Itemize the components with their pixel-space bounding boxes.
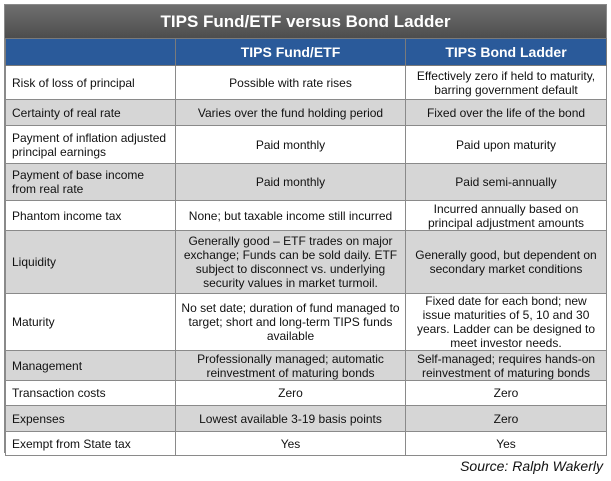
table-row: Phantom income tax None; but taxable inc… [5, 200, 607, 231]
fund-cell: Generally good – ETF trades on major exc… [175, 230, 406, 294]
fund-cell: No set date; duration of fund managed to… [175, 293, 406, 351]
ladder-cell: Fixed date for each bond; new issue matu… [405, 293, 607, 351]
table-row: Maturity No set date; duration of fund m… [5, 293, 607, 351]
ladder-cell: Zero [405, 380, 607, 406]
ladder-cell: Fixed over the life of the bond [405, 99, 607, 126]
table-row: Payment of inflation adjusted principal … [5, 125, 607, 164]
table-title: TIPS Fund/ETF versus Bond Ladder [5, 5, 606, 38]
row-label: Expenses [5, 405, 176, 432]
ladder-cell: Generally good, but dependent on seconda… [405, 230, 607, 294]
table-row: Transaction costs Zero Zero [5, 380, 607, 406]
header-blank [5, 38, 176, 66]
ladder-cell: Paid upon maturity [405, 125, 607, 164]
fund-cell: Varies over the fund holding period [175, 99, 406, 126]
row-label: Liquidity [5, 230, 176, 294]
ladder-cell: Yes [405, 431, 607, 456]
table-row: Liquidity Generally good – ETF trades on… [5, 230, 607, 294]
fund-cell: Professionally managed; automatic reinve… [175, 350, 406, 381]
comparison-table-frame: TIPS Fund/ETF versus Bond Ladder TIPS Fu… [4, 4, 607, 456]
ladder-cell: Effectively zero if held to maturity, ba… [405, 65, 607, 100]
fund-cell: Lowest available 3-19 basis points [175, 405, 406, 432]
table-row: Expenses Lowest available 3-19 basis poi… [5, 405, 607, 432]
ladder-cell: Zero [405, 405, 607, 432]
fund-cell: Zero [175, 380, 406, 406]
header-fund: TIPS Fund/ETF [175, 38, 406, 66]
table-row: Risk of loss of principal Possible with … [5, 65, 607, 100]
table-row: Management Professionally managed; autom… [5, 350, 607, 381]
row-label: Payment of base income from real rate [5, 163, 176, 201]
ladder-cell: Self-managed; requires hands-on reinvest… [405, 350, 607, 381]
header-row: TIPS Fund/ETF TIPS Bond Ladder [5, 38, 607, 66]
fund-cell: Yes [175, 431, 406, 456]
table-row: Certainty of real rate Varies over the f… [5, 99, 607, 126]
ladder-cell: Incurred annually based on principal adj… [405, 200, 607, 231]
row-label: Phantom income tax [5, 200, 176, 231]
table-row: Payment of base income from real rate Pa… [5, 163, 607, 201]
row-label: Maturity [5, 293, 176, 351]
header-ladder: TIPS Bond Ladder [405, 38, 607, 66]
row-label: Payment of inflation adjusted principal … [5, 125, 176, 164]
fund-cell: Paid monthly [175, 125, 406, 164]
row-label: Exempt from State tax [5, 431, 176, 456]
fund-cell: Paid monthly [175, 163, 406, 201]
fund-cell: Possible with rate rises [175, 65, 406, 100]
ladder-cell: Paid semi-annually [405, 163, 607, 201]
fund-cell: None; but taxable income still incurred [175, 200, 406, 231]
table-row: Exempt from State tax Yes Yes [5, 431, 607, 456]
row-label: Management [5, 350, 176, 381]
row-label: Transaction costs [5, 380, 176, 406]
row-label: Certainty of real rate [5, 99, 176, 126]
comparison-table: TIPS Fund/ETF TIPS Bond Ladder Risk of l… [5, 38, 607, 456]
row-label: Risk of loss of principal [5, 65, 176, 100]
source-caption: Source: Ralph Wakerly [460, 458, 603, 474]
